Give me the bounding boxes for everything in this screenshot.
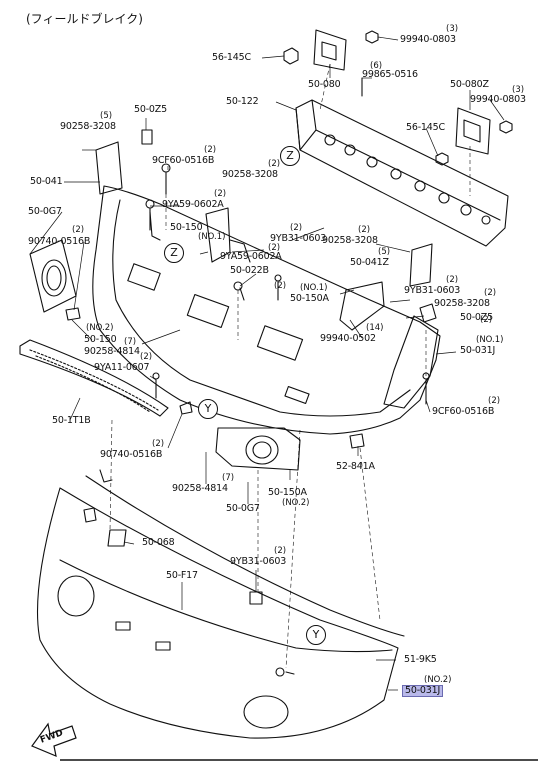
fog-bezel-left — [29, 239, 77, 313]
bumper-carrier-50-150 — [92, 185, 441, 435]
qty-note: (2) — [484, 288, 497, 298]
qty-note: (NO.1) — [476, 335, 504, 345]
qty-note: (2) — [290, 223, 303, 233]
qty-note: (2) — [214, 189, 227, 199]
part-label[interactable]: 50-041 — [30, 176, 63, 187]
part-label[interactable]: 90740-0516B — [28, 236, 91, 247]
part-label[interactable]: 52-841A — [336, 461, 375, 472]
part-label[interactable]: 50-0Z5 — [460, 312, 493, 323]
fasteners-upper — [141, 30, 513, 166]
qty-note: (2) — [446, 275, 459, 285]
part-label[interactable]: 50-150 — [170, 222, 203, 233]
part-label[interactable]: 9CF60-0516B — [432, 406, 495, 417]
part-label[interactable]: 9YA59-0602A — [162, 199, 224, 210]
qty-note: (6) — [370, 61, 383, 71]
part-label[interactable]: 99940-0803 — [470, 94, 526, 105]
bracket-50-080 — [313, 29, 347, 71]
qty-note: (NO.1) — [198, 232, 226, 242]
part-label[interactable]: 50-150A — [290, 293, 329, 304]
part-label[interactable]: 50-0G7 — [28, 206, 62, 217]
qty-note: (2) — [140, 352, 153, 362]
part-label[interactable]: 50-068 — [142, 537, 175, 548]
qty-note: (NO.2) — [282, 498, 310, 508]
part-label[interactable]: 50-041Z — [350, 257, 389, 268]
qty-note: (NO.2) — [86, 323, 114, 333]
part-label[interactable]: 90258-3208 — [434, 298, 490, 309]
qty-note: (2) — [358, 225, 371, 235]
view-callout-y[interactable]: Y — [198, 399, 218, 419]
bracket-50-150A-no1 — [339, 281, 385, 331]
fog-bezel-right — [215, 427, 301, 471]
bumper-cover-50-F17 — [36, 469, 405, 739]
qty-note: (2) — [274, 546, 287, 556]
part-label[interactable]: 50-080 — [308, 79, 341, 90]
qty-note: (2) — [152, 439, 165, 449]
qty-note: (7) — [222, 473, 235, 483]
leader-lines — [29, 36, 538, 761]
qty-note: (7) — [124, 337, 137, 347]
part-label[interactable]: 56-145C — [406, 122, 445, 133]
part-label[interactable]: 50-150A — [268, 487, 307, 498]
assembly-lines — [109, 63, 471, 669]
qty-note: (14) — [366, 323, 384, 333]
qty-note: (2) — [268, 159, 281, 169]
part-label[interactable]: 50-F17 — [166, 570, 198, 581]
bracket-50-080Z — [455, 107, 491, 155]
part-label[interactable]: 90258-4814 — [172, 483, 228, 494]
part-label[interactable]: 90258-3208 — [222, 169, 278, 180]
part-label[interactable]: 50-1T1B — [52, 415, 91, 426]
part-label-highlighted[interactable]: 50-031J — [402, 685, 444, 697]
part-label[interactable]: 90740-0516B — [100, 449, 163, 460]
side-bracket-50-031J-no1 — [383, 315, 439, 409]
view-callout-z[interactable]: Z — [164, 243, 184, 263]
part-label[interactable]: 9CF60-0516B — [152, 155, 215, 166]
part-label[interactable]: 50-080Z — [450, 79, 489, 90]
qty-note: (2) — [72, 225, 85, 235]
qty-note: (NO.1) — [300, 283, 328, 293]
part-label[interactable]: 50-0Z5 — [134, 104, 167, 115]
qty-note: (2) — [274, 281, 287, 291]
part-label[interactable]: 50-122 — [226, 96, 259, 107]
qty-note: (2) — [268, 243, 281, 253]
bracket-50-041 — [95, 141, 123, 195]
part-label[interactable]: 51-9K5 — [404, 654, 437, 665]
part-label[interactable]: 9YB31-0603 — [230, 556, 287, 567]
qty-note: (2) — [204, 145, 217, 155]
lower-grille — [19, 339, 169, 417]
part-label[interactable]: 90258-3208 — [60, 121, 116, 132]
part-label[interactable]: 99865-0516 — [362, 69, 418, 80]
view-callout-y[interactable]: Y — [306, 625, 326, 645]
qty-note: (2) — [480, 315, 493, 325]
qty-note: (NO.2) — [424, 675, 452, 685]
part-label[interactable]: 9YB31-0603 — [404, 285, 461, 296]
qty-note: (2) — [488, 396, 501, 406]
part-label[interactable]: 50-0G7 — [226, 503, 260, 514]
part-label[interactable]: 50-031J — [460, 345, 496, 356]
qty-note: (5) — [100, 111, 113, 121]
part-label[interactable]: 50-022B — [230, 265, 269, 276]
qty-note: (3) — [446, 24, 459, 34]
qty-note: (3) — [512, 85, 525, 95]
part-label[interactable]: 9YB31-0603 — [270, 233, 327, 244]
part-label[interactable]: 56-145C — [212, 52, 251, 63]
part-label[interactable]: 9YA59-0602A — [220, 251, 282, 262]
view-callout-z[interactable]: Z — [280, 146, 300, 166]
part-label[interactable]: 90258-3208 — [322, 235, 378, 246]
qty-note: (5) — [378, 247, 391, 257]
reinforcement-beam-50-122 — [295, 99, 509, 247]
part-label[interactable]: 90258-4814 — [84, 346, 140, 357]
fwd-arrow-icon — [31, 722, 77, 757]
part-label[interactable]: 9YA11-0607 — [94, 362, 150, 373]
misc-fasteners — [65, 163, 437, 677]
diagram-title: (フィールドブレイク) — [26, 12, 143, 26]
part-label[interactable]: 99940-0803 — [400, 34, 456, 45]
part-label[interactable]: 99940-0502 — [320, 333, 376, 344]
part-label[interactable]: 50-150 — [84, 334, 117, 345]
